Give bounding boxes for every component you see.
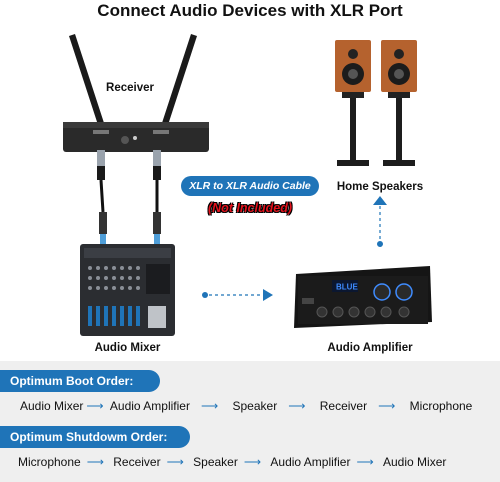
boot-order-heading: Optimum Boot Order: [0, 370, 160, 392]
arrow-right-icon: ⟶ [200, 399, 219, 413]
home-speakers-illustration [325, 36, 435, 171]
shutdown-step: Audio Mixer [383, 455, 447, 469]
boot-step: Microphone [409, 399, 473, 413]
shutdown-step: Audio Amplifier [270, 455, 351, 469]
receiver-label: Receiver [106, 82, 154, 94]
amp-display-text: BLUE [336, 283, 358, 292]
audio-mixer-label: Audio Mixer [94, 342, 161, 354]
boot-step: Receiver [319, 399, 368, 413]
boot-order-steps: Audio Mixer⟶ Audio Amplifier⟶ Speaker⟶ R… [20, 399, 472, 413]
arrow-up-icon [373, 196, 387, 250]
shutdown-step: Speaker [193, 455, 238, 469]
arrow-right-icon: ⟶ [166, 455, 184, 469]
not-included-note: (Not Included) [207, 201, 292, 215]
boot-step: Speaker [232, 399, 278, 413]
audio-mixer-illustration [80, 244, 175, 336]
boot-step: Audio Mixer [20, 399, 84, 413]
shutdown-order-heading: Optimum Shutdowm Order: [0, 426, 190, 448]
arrow-right-icon: ⟶ [356, 455, 374, 469]
arrow-right-icon: ⟶ [86, 399, 104, 413]
arrow-right-icon: ⟶ [288, 399, 306, 413]
receiver-illustration [55, 28, 215, 158]
shutdown-order-steps: Microphone ⟶ Receiver ⟶ Speaker ⟶ Audio Amp… [18, 455, 446, 469]
arrow-right-icon: ⟶ [86, 455, 104, 469]
shutdown-step: Microphone [18, 455, 81, 469]
cable-badge: XLR to XLR Audio Cable [181, 176, 319, 196]
audio-amplifier-illustration: BLUE [292, 262, 434, 334]
arrow-right-icon [201, 288, 273, 302]
shutdown-step: Receiver [113, 455, 161, 469]
home-speakers-label: Home Speakers [336, 181, 424, 193]
diagram-title: Connect Audio Devices with XLR Port [97, 1, 403, 20]
audio-amplifier-label: Audio Amplifier [327, 342, 413, 354]
arrow-right-icon: ⟶ [378, 399, 396, 413]
boot-step: Audio Amplifier [109, 399, 190, 413]
arrow-right-icon: ⟶ [243, 455, 262, 469]
xlr-cables [85, 150, 175, 250]
